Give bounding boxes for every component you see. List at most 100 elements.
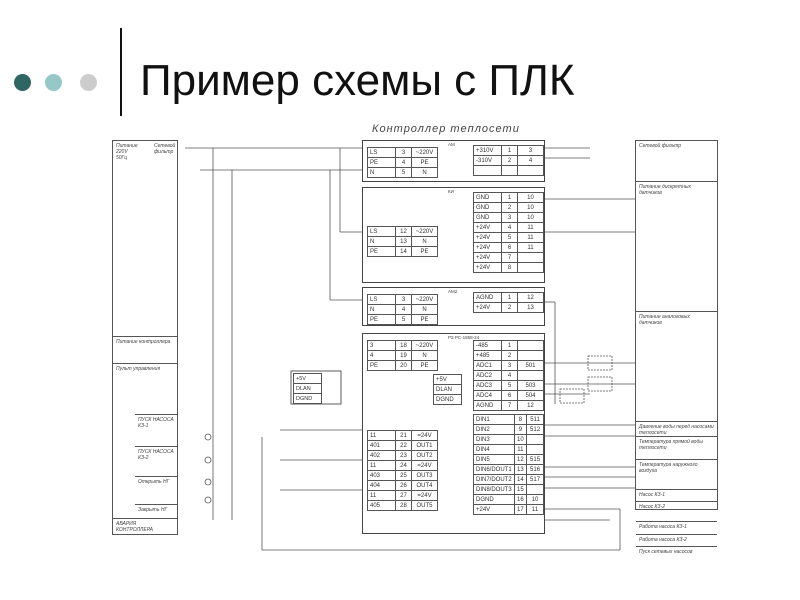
dlan-row: DLAN [293, 383, 322, 394]
module-label: РЗ PC-1858-24 [448, 335, 480, 340]
terminal-cell: LS [367, 294, 396, 305]
terminal-cell: 18 [395, 340, 412, 351]
terminal-cell: ADC3 [473, 380, 502, 391]
right-block-cell: Температура прямой воды теплосети [636, 436, 717, 453]
terminal-cell: 516 [526, 464, 544, 475]
terminal-cell: OUT4 [411, 480, 438, 491]
left-block-cell: Пульт управления [113, 363, 177, 374]
bullet-dot-3 [80, 74, 97, 91]
left-block-cell: Сетевой фильтр [154, 143, 176, 155]
terminal-cell [517, 370, 544, 381]
schematic-header: Контроллер теплосети [372, 123, 520, 135]
module-label: КИ [448, 189, 454, 194]
terminal-cell: 6 [501, 242, 518, 253]
terminal-cell: =24V [411, 430, 438, 441]
terminal-cell: 4 [501, 370, 518, 381]
terminal-cell: DIN2 [473, 424, 515, 435]
terminal-cell: DGND [473, 494, 515, 505]
terminal-cell: OUT3 [411, 470, 438, 481]
terminal-cell: DIN5 [473, 454, 515, 465]
terminal-cell: +24V [473, 232, 502, 243]
terminal-cell: =24V [411, 460, 438, 471]
terminal-cell: PE [411, 314, 438, 325]
terminal-cell: 2 [501, 202, 518, 213]
terminal-cell: PE [367, 157, 396, 168]
terminal-cell: 4 [367, 350, 396, 361]
terminal-cell: 11 [517, 222, 544, 233]
terminal-cell: DIN8/DOUT3 [473, 484, 515, 495]
terminal-cell: 1 [501, 340, 518, 351]
terminal-cell: DGND [293, 393, 322, 404]
terminal-cell: N [367, 236, 396, 247]
terminal-cell: 515 [526, 454, 544, 465]
terminal-cell: 11 [367, 460, 396, 471]
bullet-dot-1 [14, 74, 31, 91]
terminal-cell: 24 [395, 460, 412, 471]
terminal-cell: 5 [395, 314, 412, 325]
terminal-cell: 11 [367, 490, 396, 501]
terminal-cell: N [367, 304, 396, 315]
terminal-cell: ADC1 [473, 360, 502, 371]
terminal-cell: DIN4 [473, 444, 515, 455]
terminal-cell: ~220V [411, 294, 438, 305]
terminal-cell [517, 340, 544, 351]
right-block-cell: Питание аналоговых датчиков [636, 311, 717, 328]
terminal-cell: GND [473, 212, 502, 223]
terminal-cell: 20 [395, 360, 412, 371]
terminal-cell: 10 [517, 192, 544, 203]
terminal-cell: 3 [501, 360, 518, 371]
terminal-cell: 22 [395, 440, 412, 451]
terminal-cell: PE [367, 246, 396, 257]
terminal-cell: 17 [513, 504, 528, 515]
terminal-cell: GND [473, 192, 502, 203]
right-block-cell: Насос КЗ-2 [636, 501, 717, 512]
terminal-cell: 5 [501, 232, 518, 243]
terminal-cell [517, 262, 544, 273]
terminal-cell: ~220V [411, 340, 438, 351]
terminal-row: DLAN [433, 384, 462, 395]
right-block-cell: Сетевой фильтр [639, 143, 682, 149]
bullet-dot-2 [45, 74, 62, 91]
terminal-cell: 12 [517, 292, 544, 303]
terminal-cell: 5 [395, 167, 412, 178]
right-block-cell: Работа насоса КЗ-1 [636, 521, 717, 532]
terminal-cell: -310V [473, 155, 502, 166]
terminal-cell: 4 [517, 155, 544, 166]
terminal-cell: 1 [501, 192, 518, 203]
terminal-cell: DIN6/DOUT1 [473, 464, 515, 475]
terminal-cell: 12 [395, 226, 412, 237]
terminal-cell: 7 [501, 252, 518, 263]
terminal-cell: N [411, 167, 438, 178]
terminal-cell: 11 [367, 430, 396, 441]
terminal-cell: 16 [513, 494, 528, 505]
terminal-cell: 5 [501, 380, 518, 391]
terminal-cell: N [367, 167, 396, 178]
terminal-cell: 4 [395, 157, 412, 168]
terminal-cell: PE [411, 360, 438, 371]
terminal-cell: 504 [517, 390, 544, 401]
terminal-cell: 401 [367, 440, 396, 451]
terminal-cell: +24V [473, 262, 502, 273]
